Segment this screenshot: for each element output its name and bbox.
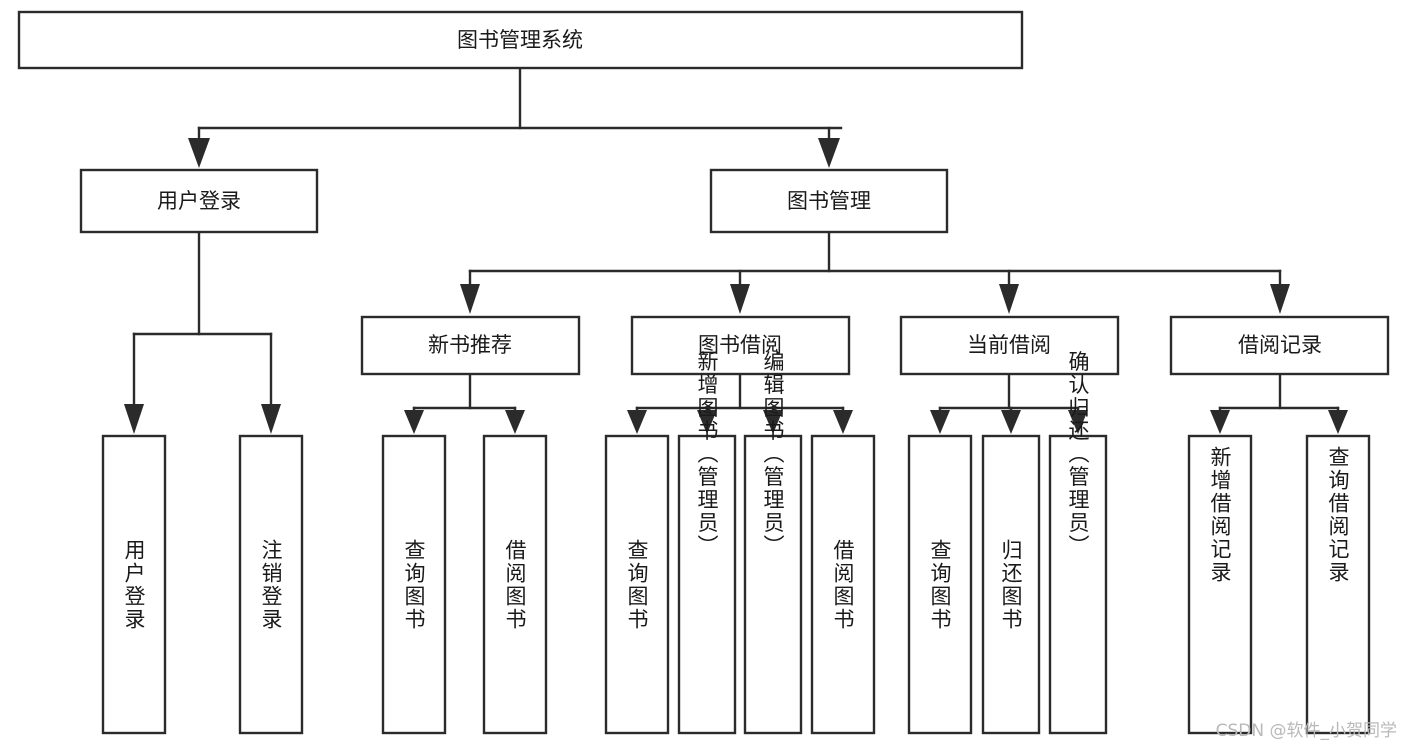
leaf-book-borrow-3[interactable]: 借阅图书 xyxy=(810,434,876,735)
leaf-box[interactable] xyxy=(381,434,447,735)
arrow-to-current-borrow xyxy=(999,284,1019,314)
node-user-login[interactable]: 用户登录 xyxy=(79,168,319,234)
arrow-to-add-record xyxy=(1210,410,1230,434)
leaf-book-borrow-1[interactable]: 新增图书（管理员） xyxy=(677,351,737,735)
leaf-box[interactable] xyxy=(907,434,973,735)
arrow-to-book-borrow xyxy=(730,284,750,314)
node-current-borrow-label: 当前借阅 xyxy=(967,333,1051,357)
connector-book-manage-to-level3 xyxy=(460,230,1290,314)
leaf-new-book-rec-1[interactable]: 借阅图书 xyxy=(482,434,548,735)
node-new-book-rec[interactable]: 新书推荐 xyxy=(360,315,581,376)
node-root-label: 图书管理系统 xyxy=(457,28,583,52)
arrow-to-edit-book xyxy=(763,410,783,434)
node-book-manage-box[interactable] xyxy=(709,168,949,234)
node-user-login-label: 用户登录 xyxy=(157,189,241,213)
arrow-to-user-login-leaf xyxy=(124,404,144,434)
leaf-borrow-record-1[interactable]: 查询借阅记录 xyxy=(1305,434,1371,735)
arrow-to-query-book-2 xyxy=(627,410,647,434)
leaf-box[interactable] xyxy=(1048,434,1108,735)
arrow-to-user-login xyxy=(188,138,210,168)
arrow-to-query-book-1 xyxy=(404,410,424,434)
leaf-label: 注销登录 xyxy=(259,539,283,631)
leaf-label: 确认归还（管理员） xyxy=(1066,351,1090,558)
arrow-to-borrow-book-2 xyxy=(833,410,853,434)
leaf-label: 查询借阅记录 xyxy=(1326,446,1350,584)
connector-user-login-to-leaves xyxy=(124,230,281,434)
leaf-label: 用户登录 xyxy=(122,539,146,631)
node-current-borrow-box[interactable] xyxy=(899,315,1120,376)
node-borrow-record-box[interactable] xyxy=(1169,315,1390,376)
node-book-borrow-box[interactable] xyxy=(630,315,851,376)
leaf-label: 查询图书 xyxy=(625,539,649,631)
leaf-box[interactable] xyxy=(1187,434,1253,735)
leaf-label: 借阅图书 xyxy=(831,539,855,631)
leaf-new-book-rec-0[interactable]: 查询图书 xyxy=(381,434,447,735)
arrow-to-logout-leaf xyxy=(261,404,281,434)
leaf-current-borrow-1[interactable]: 归还图书 xyxy=(981,434,1041,735)
arrow-to-query-record xyxy=(1328,410,1348,434)
node-borrow-record[interactable]: 借阅记录 xyxy=(1169,315,1390,376)
node-book-borrow-label: 图书借阅 xyxy=(698,333,782,357)
leaf-box[interactable] xyxy=(1305,434,1371,735)
leaf-box[interactable] xyxy=(677,434,737,735)
leaf-label: 查询图书 xyxy=(402,539,426,631)
arrow-to-borrow-book-1 xyxy=(505,410,525,434)
connector-borrow-record-to-leaves xyxy=(1210,372,1348,434)
leaf-label: 编辑图书（管理员） xyxy=(761,351,785,558)
leaf-current-borrow-0[interactable]: 查询图书 xyxy=(907,434,973,735)
arrow-to-add-book xyxy=(697,410,717,434)
arrow-to-query-book-3 xyxy=(930,410,950,434)
leaf-box[interactable] xyxy=(981,434,1041,735)
node-book-manage[interactable]: 图书管理 xyxy=(709,168,949,234)
leaf-label: 归还图书 xyxy=(999,539,1023,631)
node-root[interactable]: 图书管理系统 xyxy=(17,10,1024,70)
connector-root-to-level2 xyxy=(188,66,843,168)
leaf-box[interactable] xyxy=(810,434,876,735)
arrow-to-book-manage xyxy=(818,138,840,168)
connector-current-borrow-to-leaves xyxy=(930,372,1088,434)
leaf-box[interactable] xyxy=(482,434,548,735)
node-user-login-box[interactable] xyxy=(79,168,319,234)
leaf-box[interactable] xyxy=(238,434,304,735)
leaf-book-borrow-0[interactable]: 查询图书 xyxy=(604,434,670,735)
leaf-label: 借阅图书 xyxy=(503,539,527,631)
node-new-book-rec-box[interactable] xyxy=(360,315,581,376)
leaf-box[interactable] xyxy=(604,434,670,735)
leaf-box[interactable] xyxy=(743,434,803,735)
arrow-to-confirm-return xyxy=(1068,410,1088,434)
leaf-book-borrow-2[interactable]: 编辑图书（管理员） xyxy=(743,351,803,735)
node-current-borrow[interactable]: 当前借阅 xyxy=(899,315,1120,376)
node-borrow-record-label: 借阅记录 xyxy=(1238,333,1322,357)
node-new-book-rec-label: 新书推荐 xyxy=(428,333,512,357)
leaf-label: 查询图书 xyxy=(928,539,952,631)
leaf-user-login-0[interactable]: 用户登录 xyxy=(101,434,167,735)
node-book-manage-label: 图书管理 xyxy=(787,189,871,213)
arrow-to-new-book-rec xyxy=(460,284,480,314)
arrow-to-borrow-record xyxy=(1270,284,1290,314)
leaf-label: 新增借阅记录 xyxy=(1208,446,1232,584)
leaf-box[interactable] xyxy=(101,434,167,735)
leaf-current-borrow-2[interactable]: 确认归还（管理员） xyxy=(1048,351,1108,735)
arrow-to-return-book xyxy=(1001,410,1021,434)
connector-new-book-rec-to-leaves xyxy=(404,372,525,434)
node-book-borrow[interactable]: 图书借阅 xyxy=(630,315,851,376)
leaf-user-login-1[interactable]: 注销登录 xyxy=(238,434,304,735)
leaf-label: 新增图书（管理员） xyxy=(695,351,719,558)
node-root-box[interactable] xyxy=(17,10,1024,70)
leaf-borrow-record-0[interactable]: 新增借阅记录 xyxy=(1187,434,1253,735)
connector-book-borrow-to-leaves xyxy=(627,372,853,434)
